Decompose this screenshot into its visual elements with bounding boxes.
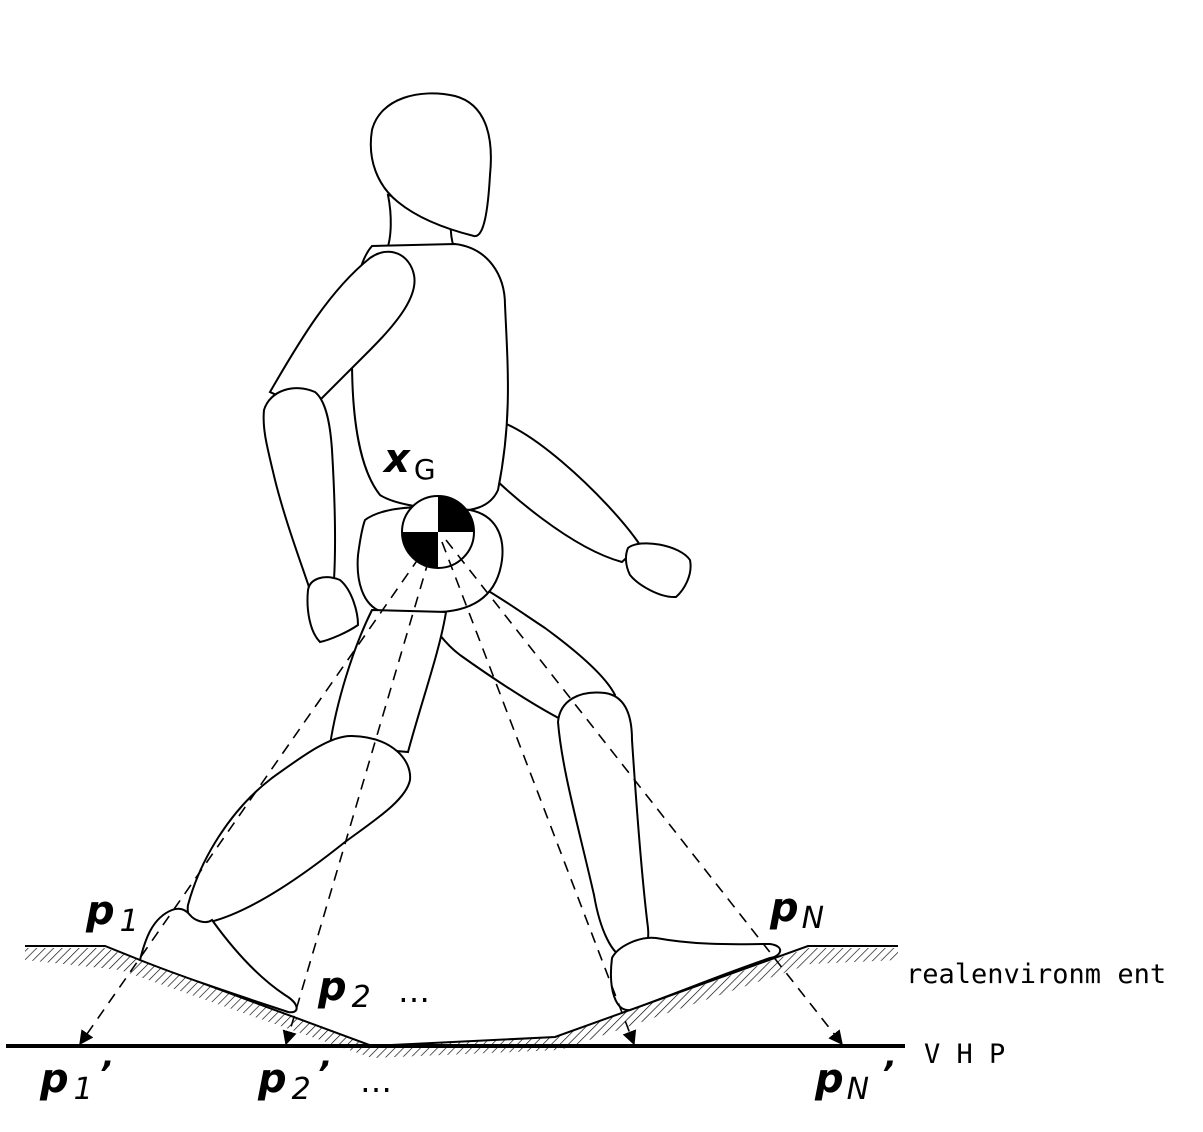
back-shin [556, 691, 650, 960]
cog-marker [401, 495, 475, 569]
back-foot [610, 936, 782, 1012]
ellipsis-lower: … [360, 1062, 392, 1100]
front-forearm [262, 387, 337, 592]
label-vhp: V H P [924, 1039, 1005, 1070]
ground-hatching [25, 948, 898, 1058]
ellipsis-upper: … [398, 972, 430, 1010]
front-shin [186, 734, 412, 924]
back-hand [624, 542, 692, 599]
front-foot [138, 907, 298, 1014]
front-upper-arm [268, 250, 416, 412]
projection-rays [79, 539, 843, 1046]
front-thigh [328, 608, 448, 754]
label-real-environment: realenvironm ent [906, 959, 1166, 990]
head [369, 92, 492, 237]
front-hand [306, 576, 360, 644]
